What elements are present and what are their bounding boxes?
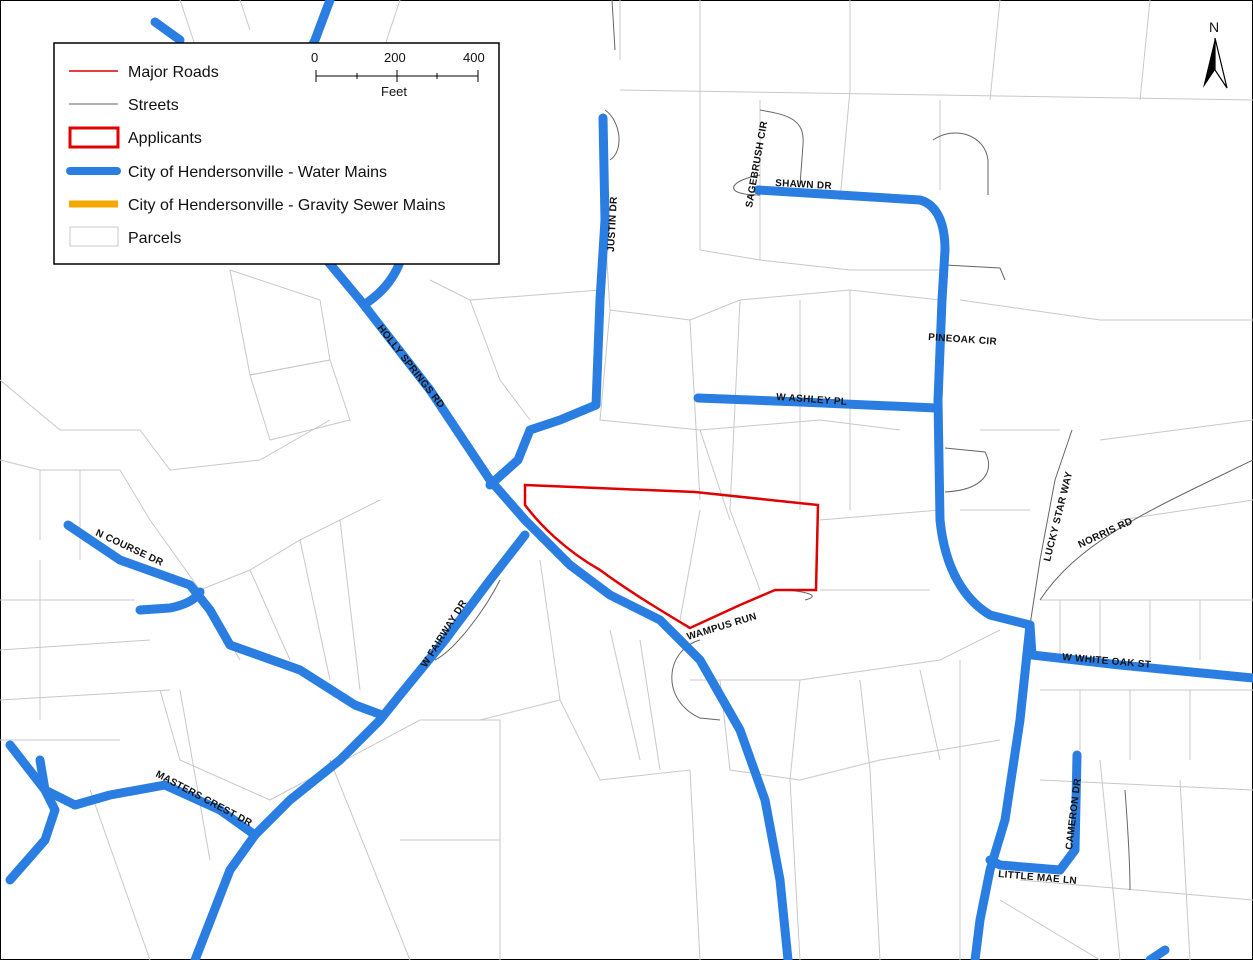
scale-bar: 0 200 400 Feet: [311, 50, 485, 99]
water-main-left-stubs: [5, 755, 60, 885]
street-label-shawn-dr: SHAWN DR: [775, 178, 833, 192]
street-label-pineoak-cir: PINEOAK CIR: [928, 332, 998, 348]
water-main-ashley: [693, 393, 941, 413]
scale-tick-0: 0: [311, 50, 318, 65]
scale-tick-200: 200: [384, 50, 406, 65]
water-main-little-mae: [985, 750, 1082, 875]
legend-box: [53, 42, 500, 265]
legend-label-sewer-mains: City of Hendersonville - Gravity Sewer M…: [128, 197, 445, 214]
north-arrow-icon: N: [1203, 19, 1228, 89]
scale-tick-400: 400: [463, 50, 485, 65]
water-main-bottom-stub: [1145, 945, 1170, 960]
water-main-justin: [485, 113, 610, 490]
legend-label-major-roads: Major Roads: [128, 64, 219, 81]
water-mains-layer: [5, 0, 1253, 960]
legend: Major Roads Streets Applicants City of H…: [53, 42, 500, 265]
street-label-justin-dr: JUSTIN DR: [606, 196, 620, 252]
water-main-holly-branch: [363, 257, 405, 307]
legend-label-streets: Streets: [128, 97, 179, 114]
street-label-w-ashley-pl: W ASHLEY PL: [776, 392, 848, 408]
water-main-fairway: [190, 530, 530, 960]
water-main-course-branch: [135, 587, 205, 615]
streets-layer: [434, 0, 1253, 891]
water-main-course: [63, 520, 387, 720]
legend-symbol-parcels: [69, 226, 119, 247]
water-main-lower-right: [970, 620, 1035, 960]
legend-label-water-mains: City of Hendersonville - Water Mains: [128, 164, 387, 181]
scale-unit: Feet: [381, 84, 407, 99]
water-main-top-left: [150, 17, 185, 45]
applicant-parcel: [523, 483, 820, 630]
legend-symbol-applicants: [68, 126, 120, 149]
water-main-shawn-pineoak: [753, 185, 1035, 630]
water-main-holly-springs: [305, 235, 793, 960]
north-label: N: [1209, 19, 1219, 35]
legend-label-applicants: Applicants: [128, 130, 202, 147]
legend-label-parcels: Parcels: [128, 230, 181, 247]
